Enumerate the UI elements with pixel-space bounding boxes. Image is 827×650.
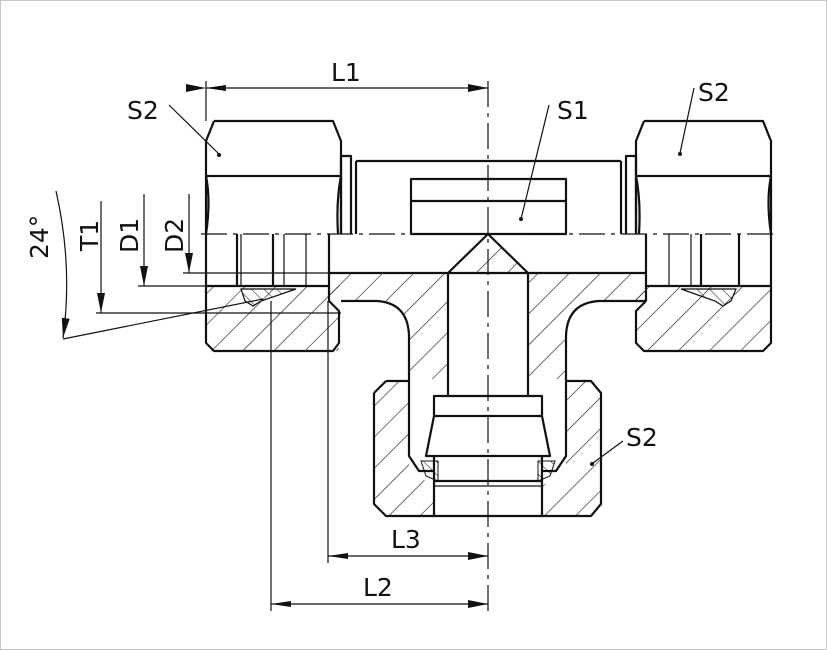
bottom-nut xyxy=(372,379,603,518)
label-l3: L3 xyxy=(391,525,421,554)
label-s2-bottom: S2 xyxy=(626,423,658,452)
label-s2-left: S2 xyxy=(127,96,159,125)
label-angle-24: 24° xyxy=(25,215,54,259)
label-l2: L2 xyxy=(363,573,393,602)
label-s2-right: S2 xyxy=(698,78,730,107)
label-l1: L1 xyxy=(331,58,361,87)
dimension-l2 xyxy=(270,301,488,611)
dimension-d2 xyxy=(183,194,329,274)
left-nut xyxy=(204,119,343,353)
dimension-t1 xyxy=(96,201,341,314)
dimension-angle xyxy=(55,190,264,340)
dimension-l1 xyxy=(186,81,488,121)
label-s1: S1 xyxy=(557,96,589,125)
right-nut xyxy=(634,119,773,353)
label-d1: D1 xyxy=(115,218,144,253)
dimension-d1 xyxy=(138,194,329,287)
label-t1: T1 xyxy=(75,220,104,252)
dimension-l3 xyxy=(327,301,488,563)
label-d2: D2 xyxy=(160,218,189,253)
leaders xyxy=(168,87,695,466)
